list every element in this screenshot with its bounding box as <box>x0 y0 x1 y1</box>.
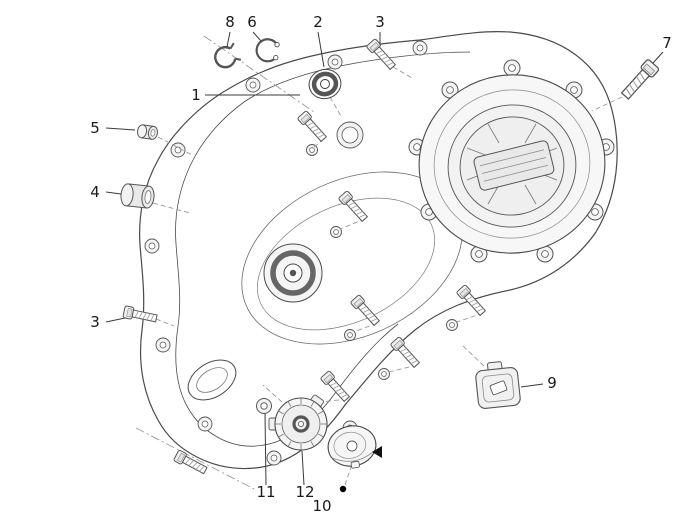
flange-ear-bosses <box>408 59 615 263</box>
callout-leader-lines <box>105 31 664 493</box>
callout-2[interactable]: 2 <box>313 13 323 31</box>
transmission-cover-body <box>139 31 618 470</box>
callout-3-top[interactable]: 3 <box>375 13 385 31</box>
washer-part-11 <box>256 398 272 414</box>
clutch-flange <box>408 59 615 263</box>
clamp-clip-part-8 <box>214 42 242 69</box>
cover-screw <box>349 293 382 328</box>
callout-3-left[interactable]: 3 <box>90 313 100 331</box>
cover-oval-opening <box>187 359 237 401</box>
callout-10[interactable]: 10 <box>312 497 331 515</box>
cap-part-10 <box>327 425 377 469</box>
callout-10-dot <box>339 485 347 493</box>
callout-6[interactable]: 6 <box>247 13 257 31</box>
shaft-boss <box>263 243 323 303</box>
callout-5[interactable]: 5 <box>90 119 100 137</box>
round-cover-part-12 <box>268 394 328 451</box>
cover-screw <box>319 369 352 404</box>
callout-11[interactable]: 11 <box>256 483 275 501</box>
rubber-mount-part-9 <box>475 361 521 409</box>
bushing-part-5 <box>137 124 158 140</box>
bolt-part-3-left <box>122 305 159 325</box>
bearing-part-2 <box>308 68 342 100</box>
callout-8[interactable]: 8 <box>225 13 235 31</box>
flange-sight-window <box>473 140 555 191</box>
bearing-seat <box>336 121 364 149</box>
callout-1[interactable]: 1 <box>191 86 201 104</box>
cover-screw <box>389 335 422 370</box>
cover-screw <box>296 109 329 144</box>
callout-12[interactable]: 12 <box>295 483 314 501</box>
bolt-part-7 <box>618 58 661 102</box>
callout-7[interactable]: 7 <box>662 34 672 52</box>
direction-arrow-marker <box>372 446 382 458</box>
cover-screw <box>337 189 370 224</box>
callout-4[interactable]: 4 <box>90 183 100 201</box>
assembly-axis-lines <box>135 35 623 491</box>
callout-9[interactable]: 9 <box>547 374 557 392</box>
circlip-part-6 <box>255 38 280 63</box>
cover-screw <box>455 283 488 318</box>
spacer-bushing-part-4 <box>120 183 155 209</box>
